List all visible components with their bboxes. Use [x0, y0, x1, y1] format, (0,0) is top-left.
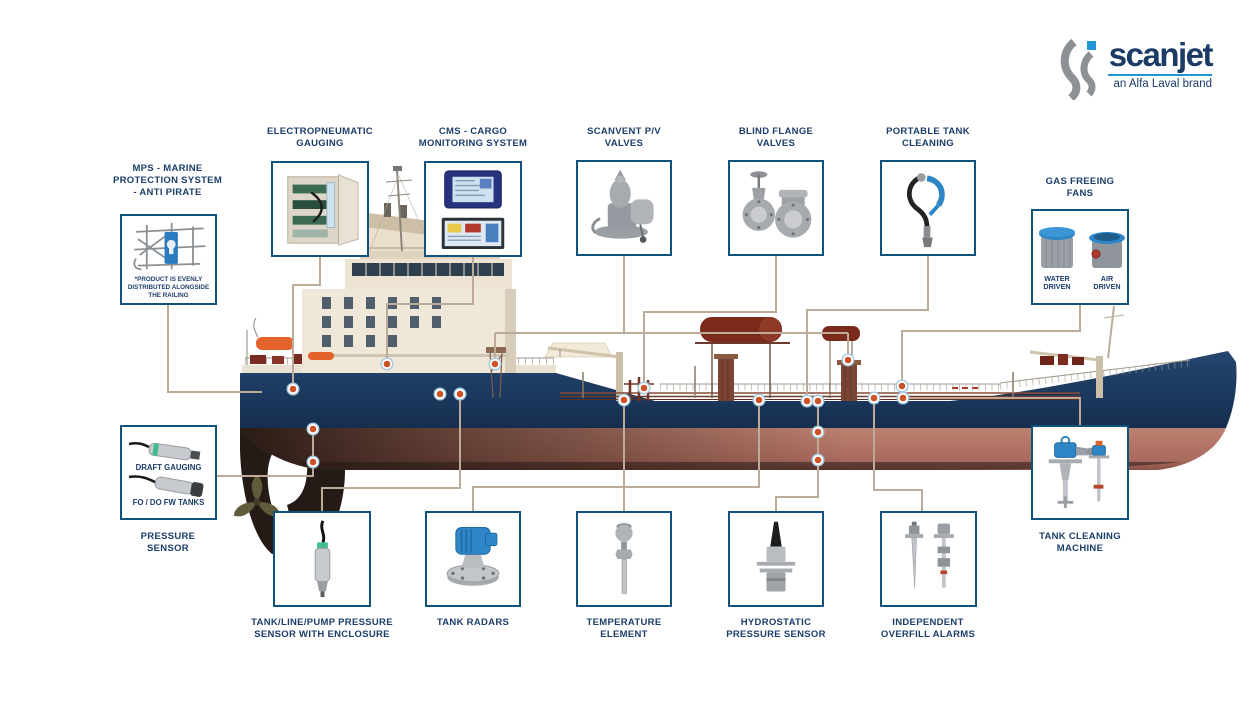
- rescue-boat: [308, 352, 334, 360]
- blind-flange-valves-illustration: [742, 171, 812, 238]
- label-electropneumatic-gauging: ELECTROPNEUMATIC GAUGING: [267, 126, 373, 150]
- superstructure: [302, 247, 516, 373]
- box-temperature-element: [576, 511, 672, 607]
- water-driven-label: WATER DRIVEN: [1043, 273, 1071, 291]
- mps-note: *PRODUCT IS EVENLY DISTRIBUTED ALONGSIDE…: [127, 276, 210, 299]
- label-tank-radars: TANK RADARS: [436, 617, 510, 628]
- label-tank-line-pump: TANK/LINE/PUMP PRESSURE SENSOR WITH ENCL…: [251, 617, 393, 641]
- label-temperature-element: TEMPERATURE ELEMENT: [586, 617, 662, 641]
- tank-cleaning-machines-illustration: [1048, 435, 1110, 508]
- electropneumatic-cabinet-illustration: [287, 174, 359, 246]
- label-portable-tank-cleaning: PORTABLE TANK CLEANING: [886, 126, 970, 150]
- hydrostatic-sensor-illustration: [756, 521, 796, 592]
- label-hydrostatic: HYDROSTATIC PRESSURE SENSOR: [726, 617, 826, 641]
- box-scanvent: [576, 160, 672, 256]
- label-cms: CMS - CARGO MONITORING SYSTEM: [418, 126, 528, 150]
- box-pressure-sensor: DRAFT GAUGING FO / DO FW TANKS: [120, 425, 217, 520]
- box-hydrostatic: [728, 511, 824, 607]
- label-pressure-sensor: PRESSURE SENSOR: [140, 531, 196, 555]
- tank-radar-illustration: [446, 526, 500, 586]
- box-gas-freeing-fans: WATER DRIVEN AIR DRIVEN: [1031, 209, 1129, 305]
- cms-monitoring-panels-illustration: [441, 170, 505, 250]
- lifeboat: [256, 337, 294, 350]
- portable-cleaner-illustration: [907, 173, 945, 248]
- temperature-element-illustration: [615, 523, 633, 594]
- brand-rule: [1108, 74, 1212, 76]
- brand-name: scanjet: [1108, 36, 1214, 73]
- label-tank-cleaning-machine: TANK CLEANING MACHINE: [1039, 531, 1121, 555]
- box-tank-line-pump: [273, 511, 371, 607]
- fo-do-fw-sensor-illustration: [128, 474, 204, 497]
- label-gas-freeing-fans: GAS FREEING FANS: [1045, 176, 1115, 200]
- draft-gauging-sensor-illustration: [128, 441, 200, 461]
- box-tank-radars: [425, 511, 521, 607]
- overfill-alarm-probes-illustration: [904, 521, 954, 589]
- box-electropneumatic-gauging: [271, 161, 369, 257]
- pressure-sensor-enclosure-illustration: [314, 520, 331, 598]
- draft-gauging-label: DRAFT GAUGING: [135, 462, 202, 472]
- box-tank-cleaning-machine: [1031, 425, 1129, 520]
- scanjet-logo-icon: [1060, 38, 1096, 100]
- brand-tagline: an Alfa Laval brand: [1113, 78, 1212, 90]
- mps-railing-unit-illustration: [132, 223, 205, 271]
- box-cms: [424, 161, 522, 257]
- box-portable-tank-cleaning: [880, 160, 976, 256]
- box-overfill-alarms: [880, 511, 977, 607]
- label-overfill-alarms: INDEPENDENT OVERFILL ALARMS: [880, 617, 976, 641]
- label-mps: MPS - MARINE PROTECTION SYSTEM - ANTI PI…: [112, 163, 223, 199]
- box-mps: *PRODUCT IS EVENLY DISTRIBUTED ALONGSIDE…: [120, 214, 217, 305]
- air-driven-fan-illustration: [1089, 231, 1125, 268]
- fo-do-fw-label: FO / DO FW TANKS: [132, 497, 205, 507]
- box-blind-flange: [728, 160, 824, 256]
- water-driven-fan-illustration: [1039, 226, 1075, 268]
- label-blind-flange: BLIND FLANGE VALVES: [738, 126, 814, 150]
- label-scanvent: SCANVENT P/V VALVES: [587, 126, 661, 150]
- scanjet-logo: scanjet an Alfa Laval brand: [1058, 36, 1214, 100]
- pv-valve-illustration: [591, 169, 654, 243]
- air-driven-label: AIR DRIVEN: [1093, 273, 1121, 291]
